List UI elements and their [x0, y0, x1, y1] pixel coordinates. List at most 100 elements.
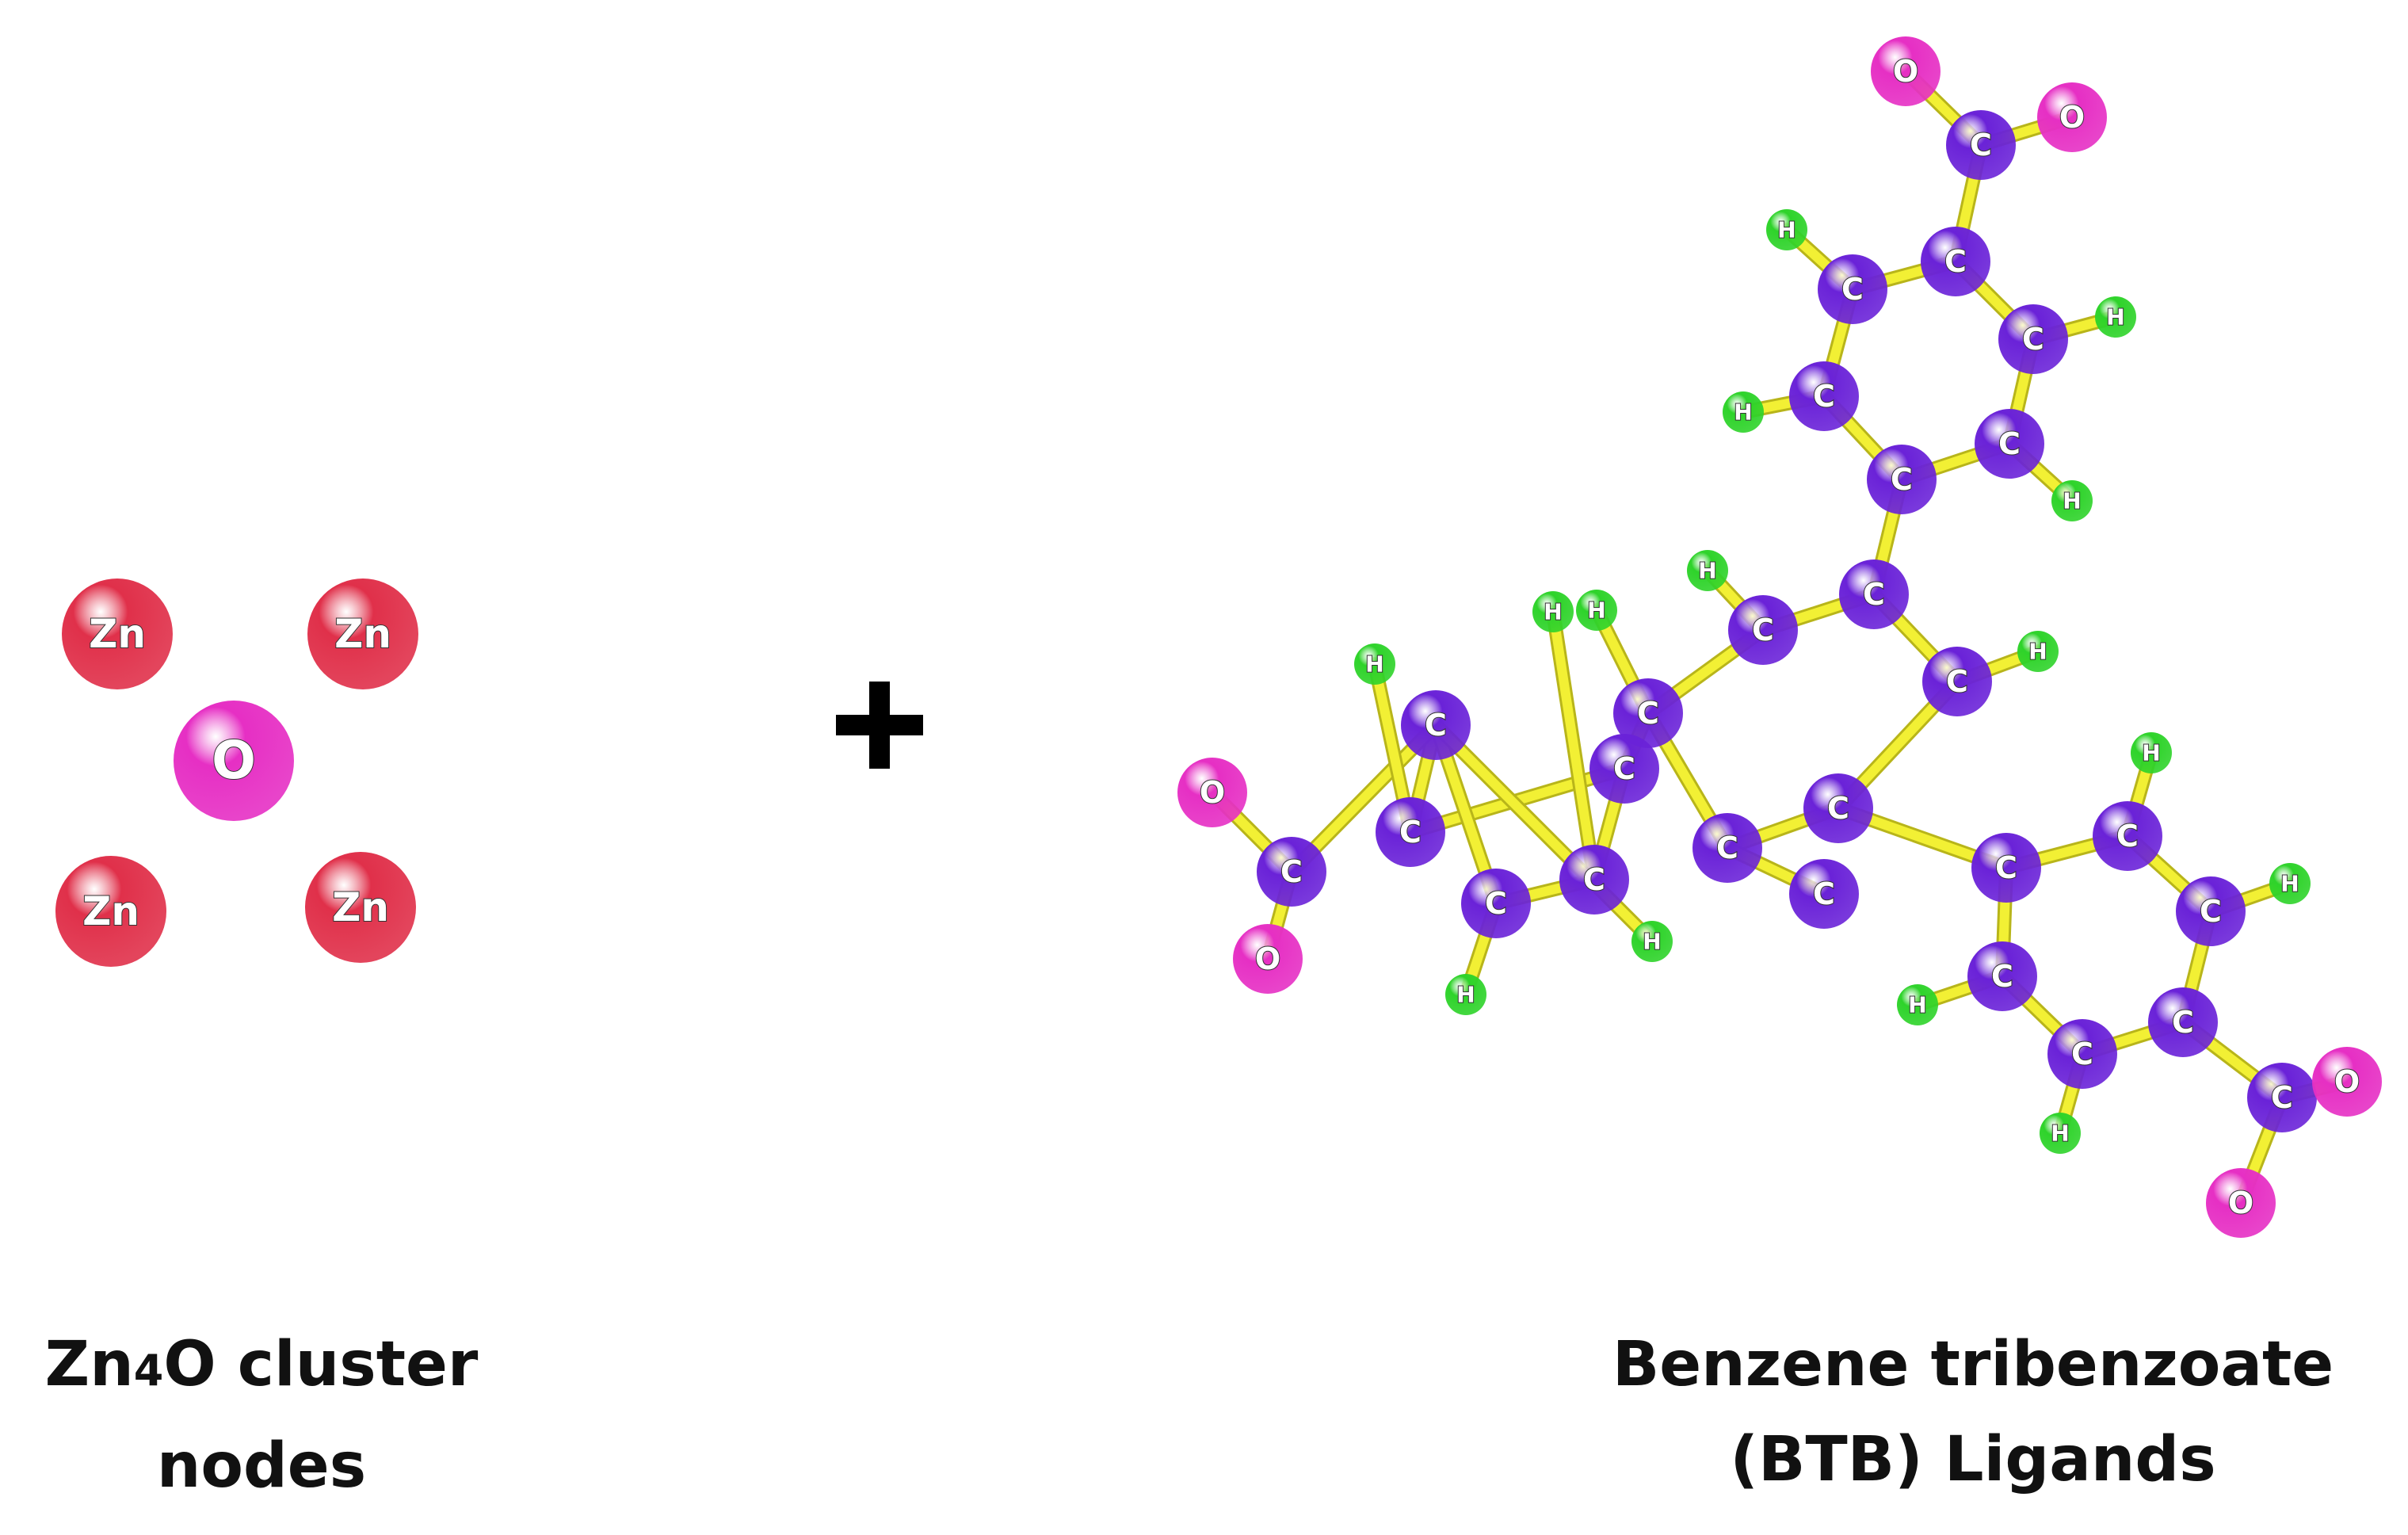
ligand-atom-c: C — [1975, 409, 2044, 479]
ligand-atom-o: O — [1177, 758, 1247, 827]
bond — [1548, 607, 1599, 884]
ligand-atom-c: C — [1401, 690, 1471, 760]
h-sphere — [2017, 631, 2059, 672]
ligand-atom-h: H — [2131, 732, 2172, 773]
c-sphere — [1967, 941, 2037, 1011]
h-label: H — [1698, 558, 1716, 584]
ligand-atom-h: H — [1897, 984, 1938, 1025]
btb-caption-line2: (BTB) Ligands — [1730, 1424, 2216, 1495]
c-label: C — [1827, 791, 1849, 826]
c-label: C — [1970, 128, 1992, 162]
c-sphere — [1946, 110, 2016, 180]
c-label: C — [1841, 272, 1864, 307]
ligand-atom-c: C — [1692, 813, 1762, 883]
ligand-atom-c: C — [1789, 859, 1859, 929]
h-sphere — [1766, 209, 1807, 250]
c-label: C — [1944, 244, 1967, 279]
h-sphere — [2051, 480, 2093, 521]
ligand-atom-c: C — [1257, 837, 1326, 907]
ligand-atom-o: O — [1871, 36, 1941, 106]
o-label: O — [1893, 54, 1918, 89]
h-label: H — [1908, 992, 1926, 1018]
ligand-atom-o: O — [2037, 82, 2107, 152]
c-sphere — [1975, 409, 2044, 479]
c-label: C — [1280, 854, 1303, 889]
c-label: C — [2200, 894, 2222, 929]
c-sphere — [2047, 1019, 2117, 1089]
ligand-atom-c: C — [1789, 361, 1859, 431]
c-sphere — [1461, 869, 1531, 938]
c-label: C — [1813, 876, 1835, 911]
h-sphere — [1354, 643, 1395, 685]
h-sphere — [1445, 974, 1486, 1015]
ligand-atom-c: C — [1818, 254, 1887, 324]
c-label: C — [1637, 696, 1659, 731]
plus-sign: + — [836, 682, 923, 769]
zn-sphere — [55, 856, 166, 967]
c-sphere — [1803, 773, 1873, 843]
cluster-atom-zn: Zn — [307, 578, 418, 689]
c-sphere — [1922, 647, 1992, 716]
cluster-atom-o: O — [174, 701, 294, 821]
ligand-atom-h: H — [2040, 1113, 2081, 1154]
zn-label: Zn — [332, 884, 389, 930]
h-label: H — [2280, 871, 2299, 897]
ligand-atom-o: O — [1233, 924, 1303, 994]
ligand-atom-h: H — [1354, 643, 1395, 685]
c-sphere — [1257, 837, 1326, 907]
h-label: H — [2063, 488, 2081, 514]
c-sphere — [1921, 227, 1990, 296]
c-label: C — [1485, 886, 1507, 921]
ligand-atom-c: C — [1998, 304, 2068, 374]
o-sphere — [2312, 1047, 2382, 1117]
o-sphere — [2037, 82, 2107, 152]
c-sphere — [1589, 734, 1659, 804]
c-sphere — [1401, 690, 1471, 760]
h-label: H — [2106, 304, 2124, 330]
ligand-atom-h: H — [1687, 550, 1728, 591]
ligand-atom-h: H — [1766, 209, 1807, 250]
ligand-atom-c: C — [1461, 869, 1531, 938]
ligand-atom-c: C — [1613, 678, 1683, 748]
c-sphere — [1998, 304, 2068, 374]
c-sphere — [1789, 361, 1859, 431]
c-sphere — [1559, 845, 1629, 915]
c-label: C — [2022, 322, 2044, 357]
c-label: C — [1813, 379, 1835, 414]
btb-caption: Benzene tribenzoate (BTB) Ligands — [1577, 1317, 2369, 1507]
ligand-atom-c: C — [1839, 559, 1909, 629]
c-sphere — [2247, 1063, 2317, 1132]
zn-label: Zn — [89, 611, 146, 657]
caption-subscript: 4 — [133, 1346, 164, 1396]
o-label: O — [2059, 100, 2085, 135]
ligand-atom-c: C — [1867, 445, 1937, 514]
cluster-atom-zn: Zn — [62, 578, 173, 689]
ligand-atom-c: C — [1728, 595, 1798, 665]
ligand-atom-h: H — [2269, 863, 2311, 904]
ligand-atom-c: C — [1559, 845, 1629, 915]
ligand-atom-c: C — [1803, 773, 1873, 843]
h-sphere — [2040, 1113, 2081, 1154]
h-sphere — [2131, 732, 2172, 773]
caption-zn: Zn — [44, 1329, 134, 1400]
ligand-atom-c: C — [1589, 734, 1659, 804]
ligand-atom-h: H — [1445, 974, 1486, 1015]
ligand-atom-o: O — [2312, 1047, 2382, 1117]
btb-caption-line1: Benzene tribenzoate — [1612, 1329, 2334, 1400]
c-label: C — [1995, 850, 2017, 885]
zn4o-caption: Zn4O cluster nodes — [0, 1317, 523, 1514]
zn4o-caption-line2: nodes — [156, 1430, 367, 1502]
cluster-atom-zn: Zn — [305, 852, 416, 963]
h-label: H — [1544, 599, 1562, 625]
ligand-atom-c: C — [1946, 110, 2016, 180]
ligand-atom-c: C — [2247, 1063, 2317, 1132]
h-label: H — [1777, 217, 1796, 243]
o-sphere — [1233, 924, 1303, 994]
zn-sphere — [305, 852, 416, 963]
h-sphere — [2095, 296, 2136, 338]
o-sphere — [2206, 1168, 2276, 1238]
o-sphere — [1871, 36, 1941, 106]
ligand-atom-c: C — [2148, 987, 2218, 1057]
ligand-atom-c: C — [1967, 941, 2037, 1011]
